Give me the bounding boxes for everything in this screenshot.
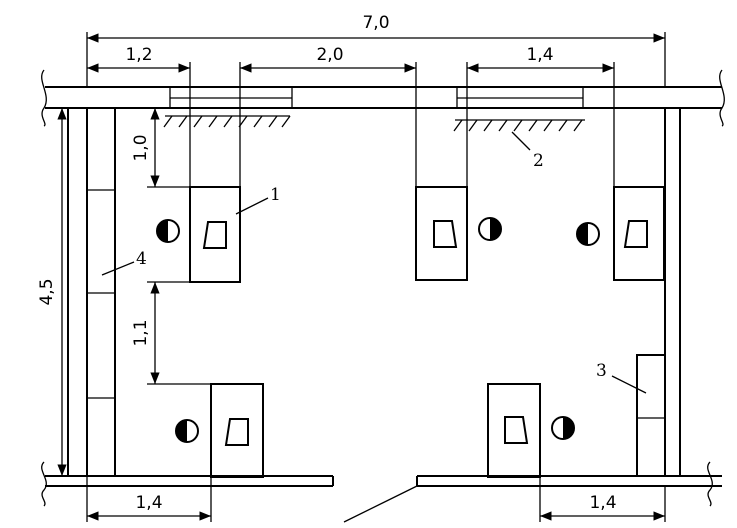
label-window-to-desk: 1,0 <box>131 134 151 161</box>
glare-hatch-left <box>163 115 291 128</box>
desk-bottom-right <box>487 383 541 478</box>
bottom-wall <box>41 461 722 507</box>
label-bottom-left: 1,4 <box>135 493 162 513</box>
extension-lines <box>86 32 666 522</box>
monitor-icon <box>624 220 648 248</box>
left-cabinet <box>87 108 116 476</box>
label-room-depth: 4,5 <box>37 278 57 305</box>
leader-desk <box>235 197 269 215</box>
top-wall <box>41 69 725 127</box>
monitor-icon <box>504 416 528 444</box>
monitor-icon <box>433 220 457 248</box>
leader-left-cabinet <box>101 261 135 276</box>
monitor-icon <box>203 221 227 249</box>
left-wall <box>67 108 88 476</box>
label-gap-right: 1,4 <box>526 45 553 65</box>
desk-bottom-left <box>210 383 264 478</box>
callout-window-zone: 2 <box>533 151 544 171</box>
desk-top-middle <box>415 186 468 281</box>
right-wall <box>664 108 681 476</box>
door-leaf <box>343 485 418 523</box>
chair-icon <box>576 222 600 246</box>
leader-right-cabinet <box>611 375 647 394</box>
chair-icon <box>551 416 575 440</box>
label-total-width: 7,0 <box>362 13 389 33</box>
leader-window-zone <box>511 131 531 151</box>
right-cabinet <box>636 354 666 477</box>
chair-icon <box>478 217 502 241</box>
glare-hatch-right <box>453 119 585 132</box>
callout-desk: 1 <box>270 185 281 205</box>
desk-top-left <box>189 186 241 283</box>
callout-left-cabinet: 4 <box>136 249 147 269</box>
desk-top-right <box>613 186 665 281</box>
label-desk-spacing: 1,1 <box>131 319 151 346</box>
window-left <box>169 86 293 109</box>
window-right <box>456 86 584 109</box>
label-gap-middle: 2,0 <box>316 45 343 65</box>
monitor-icon <box>225 418 249 446</box>
chair-icon <box>156 219 180 243</box>
chair-icon <box>175 419 199 443</box>
label-gap-left: 1,2 <box>125 45 152 65</box>
callout-right-cabinet: 3 <box>596 361 607 381</box>
label-bottom-right: 1,4 <box>589 493 616 513</box>
